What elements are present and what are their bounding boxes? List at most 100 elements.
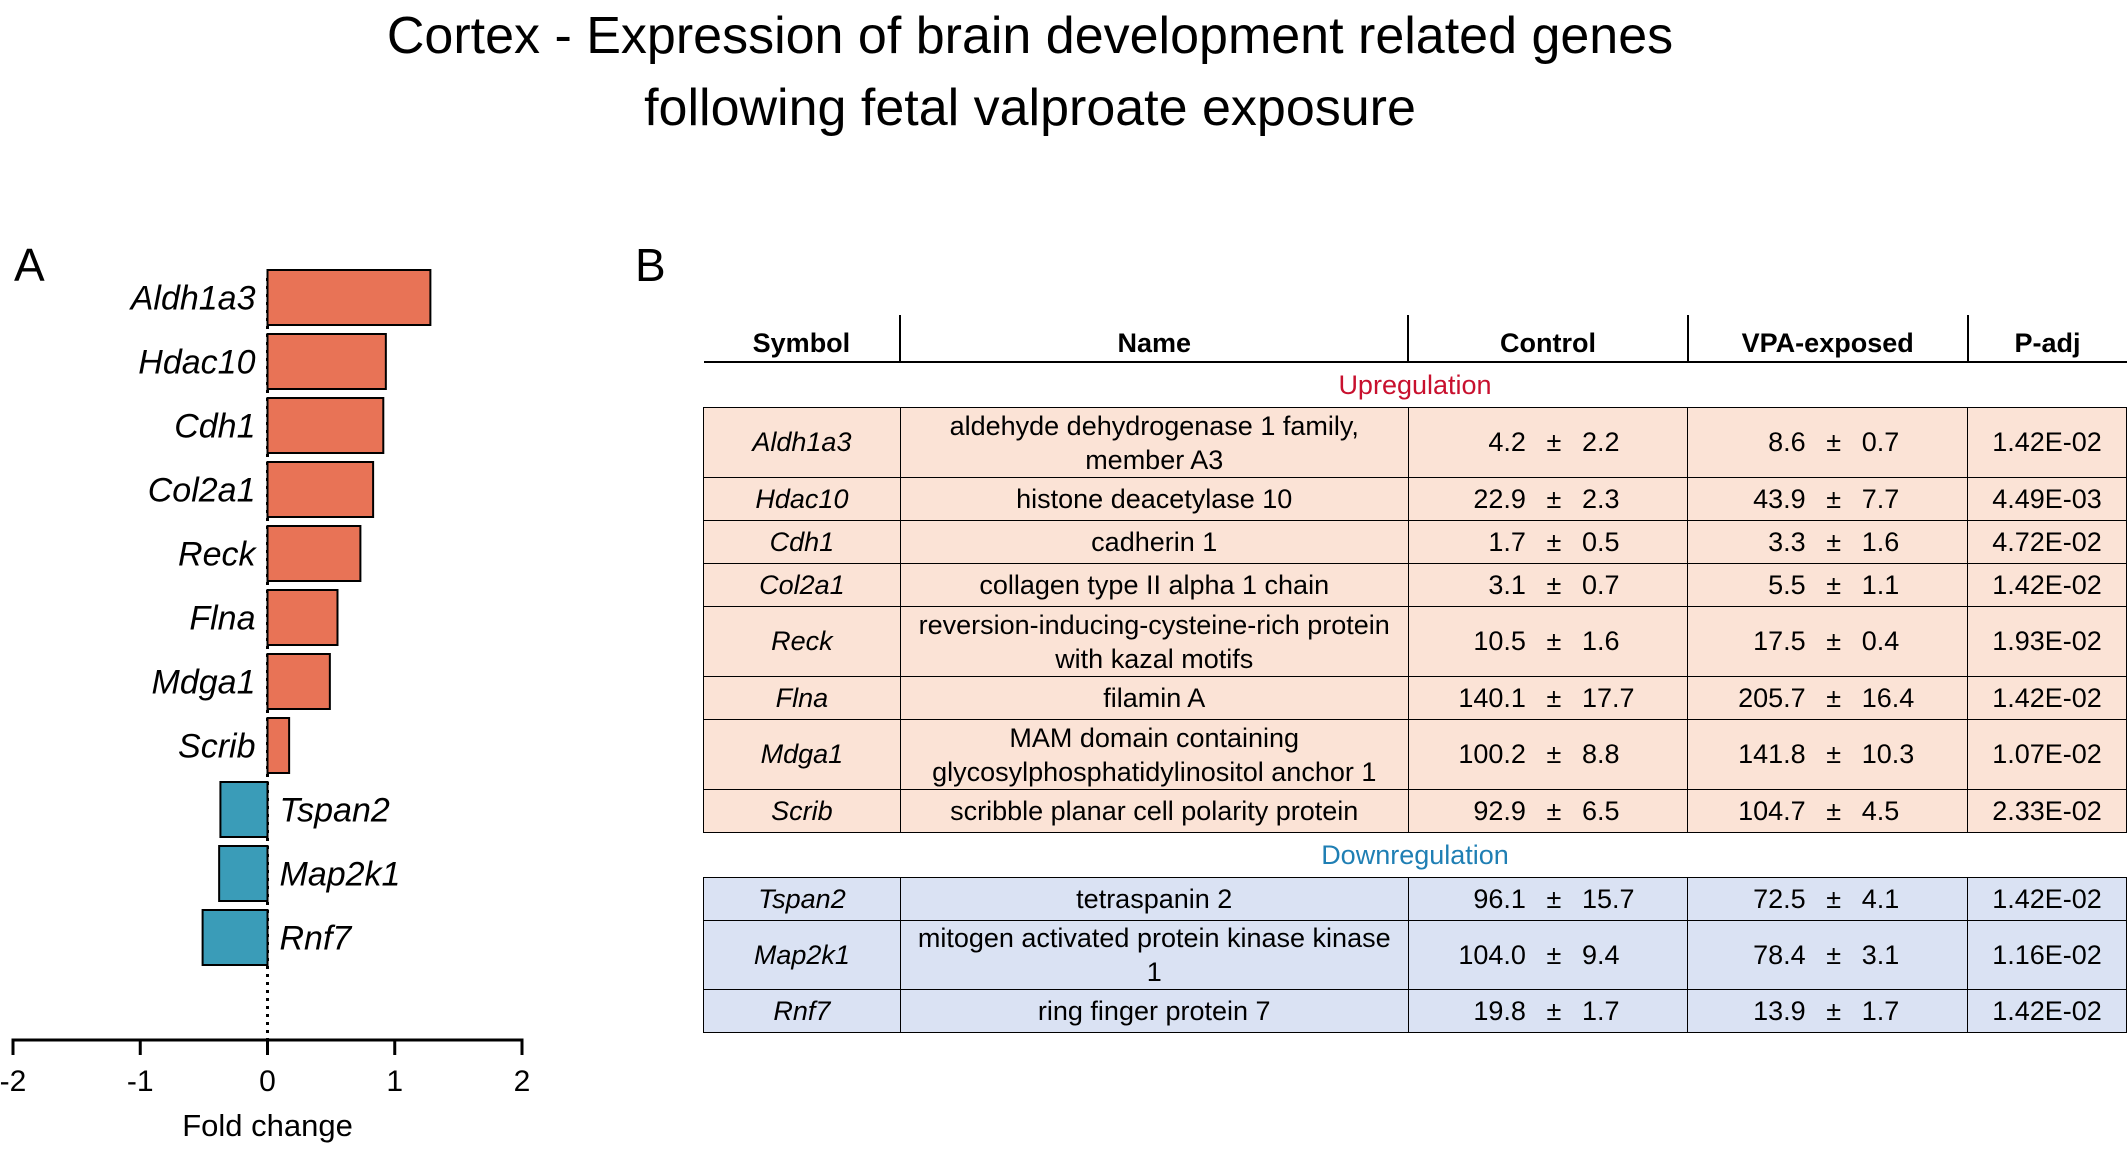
cell-control-sd: 2.2 xyxy=(1581,427,1620,457)
header-control: Control xyxy=(1407,315,1688,363)
cell-control-mean: 140.1 xyxy=(1458,682,1526,713)
bar-label-cdh1: Cdh1 xyxy=(174,408,255,446)
cell-control-mean: 104.0 xyxy=(1458,939,1526,970)
cell-vpa-mean: 17.5 xyxy=(1753,626,1806,656)
downregulation-label: Downregulation xyxy=(1321,839,1509,870)
cell-padj: 1.42E-02 xyxy=(1967,676,2127,720)
bar-scrib xyxy=(266,717,291,774)
cell-vpa-mean: 78.4 xyxy=(1753,939,1806,970)
cell-vpa: 78.4±3.1 xyxy=(1687,920,1969,990)
cell-vpa-sd: 4.1 xyxy=(1861,883,1900,914)
upregulation-label: Upregulation xyxy=(1338,369,1492,400)
cell-vpa-pm: ± xyxy=(1826,427,1842,457)
cell-padj: 1.42E-02 xyxy=(1967,989,2127,1033)
cell-vpa: 3.3±1.6 xyxy=(1687,520,1969,564)
cell-control-mean: 3.1 xyxy=(1488,569,1526,600)
cell-vpa-pm: ± xyxy=(1826,795,1842,826)
bar-col2a1 xyxy=(266,461,375,518)
bar-mdga1 xyxy=(266,653,331,710)
table-row: Hdac10 histone deacetylase 10 22.9±2.3 43.9… xyxy=(703,477,2127,521)
table-header-row: Symbol Name Control VPA-exposed P-adj xyxy=(703,315,2127,363)
cell-control-mean: 92.9 xyxy=(1473,795,1526,826)
bar-label-tspan2: Tspan2 xyxy=(280,792,390,830)
cell-name-line: scribble planar cell polarity protein xyxy=(950,796,1359,826)
cell-vpa-sd: 1.7 xyxy=(1861,995,1900,1026)
bar-tspan2 xyxy=(219,781,269,838)
cell-name-line: filamin A xyxy=(1103,683,1206,713)
cell-name-line: histone deacetylase 10 xyxy=(1016,484,1293,514)
cell-control-pm: ± xyxy=(1546,795,1562,826)
cell-control-sd: 0.5 xyxy=(1581,526,1620,557)
cell-control: 1.7±0.5 xyxy=(1407,520,1689,564)
bar-label-aldh1a3: Aldh1a3 xyxy=(129,280,256,318)
cell-name-line: cadherin 1 xyxy=(1091,527,1218,557)
cell-control-sd: 2.3 xyxy=(1581,483,1620,514)
cell-name: filamin A xyxy=(899,676,1409,720)
cell-control: 100.2±8.8 xyxy=(1407,719,1689,790)
cell-control-pm: ± xyxy=(1546,526,1562,557)
cell-control: 104.0±9.4 xyxy=(1407,920,1689,990)
cell-vpa-mean: 5.5 xyxy=(1768,569,1806,600)
cell-vpa: 205.7±16.4 xyxy=(1687,676,1969,720)
cell-control-pm: ± xyxy=(1546,739,1562,769)
cell-vpa-pm: ± xyxy=(1826,939,1842,970)
bar-label-mdga1: Mdga1 xyxy=(152,664,256,702)
cell-vpa: 104.7 ±4.5 xyxy=(1687,789,1969,833)
cell-name: scribble planar cell polarity protein xyxy=(899,789,1409,833)
cell-padj: 1.42E-02 xyxy=(1967,877,2127,921)
panel-label-b: B xyxy=(635,239,666,291)
cell-vpa-mean: 13.9 xyxy=(1753,995,1806,1026)
cell-control-mean: 19.8 xyxy=(1473,995,1526,1026)
cell-padj: 4.72E-02 xyxy=(1967,520,2127,564)
bar-map2k1 xyxy=(218,845,269,902)
cell-control-sd: 1.7 xyxy=(1581,995,1620,1026)
cell-control-sd: 8.8 xyxy=(1581,739,1620,769)
header-name: Name xyxy=(899,315,1409,363)
header-symbol: Symbol xyxy=(703,315,901,363)
cell-name-line: ring finger protein 7 xyxy=(1037,996,1271,1026)
cell-vpa: 8.6±0.7 xyxy=(1687,407,1969,478)
cell-name-line: collagen type II alpha 1 chain xyxy=(979,570,1330,600)
cell-symbol: Hdac10 xyxy=(703,477,901,521)
cell-control-pm: ± xyxy=(1546,626,1562,656)
figure-title: Cortex - Expression of brain development… xyxy=(0,0,2060,144)
cell-name-line: MAM domain containing xyxy=(1009,722,1300,753)
cell-control-sd: 1.6 xyxy=(1581,626,1620,656)
bar-cdh1 xyxy=(266,397,385,454)
cell-vpa-mean: 141.8 xyxy=(1738,739,1806,769)
cell-vpa-mean: 72.5 xyxy=(1753,883,1806,914)
cell-vpa-sd: 0.4 xyxy=(1861,626,1900,656)
cell-vpa: 5.5±1.1 xyxy=(1687,563,1969,607)
cell-vpa: 17.5±0.4 xyxy=(1687,606,1969,677)
cell-vpa-sd: 4.5 xyxy=(1861,795,1900,826)
cell-symbol: Rnf7 xyxy=(703,989,901,1033)
cell-vpa-mean: 205.7 xyxy=(1738,682,1806,713)
bar-rnf7 xyxy=(201,909,269,966)
x-tick-label: 1 xyxy=(386,1065,403,1098)
cell-symbol: Col2a1 xyxy=(703,563,901,607)
bar-label-hdac10: Hdac10 xyxy=(138,344,255,382)
title-line-1: Cortex - Expression of brain development… xyxy=(386,7,1674,65)
cell-control-pm: ± xyxy=(1546,883,1562,914)
cell-name: ring finger protein 7 xyxy=(899,989,1409,1033)
cell-vpa-mean: 104.7 xyxy=(1738,795,1806,826)
cell-control-pm: ± xyxy=(1546,483,1562,514)
cell-vpa-pm: ± xyxy=(1826,739,1842,769)
cell-vpa-sd: 1.6 xyxy=(1861,526,1900,557)
x-axis-label: Fold change xyxy=(182,1108,353,1143)
cell-control: 22.9±2.3 xyxy=(1407,477,1689,521)
cell-name-line: tetraspanin 2 xyxy=(1076,884,1233,914)
cell-control-pm: ± xyxy=(1546,569,1562,600)
table-row: Col2a1 collagen type II alpha 1 chain 3.1 ±… xyxy=(703,563,2127,607)
cell-control: 4.2±2.2 xyxy=(1407,407,1689,478)
cell-padj: 1.93E-02 xyxy=(1967,606,2127,677)
cell-control-pm: ± xyxy=(1546,427,1562,457)
cell-symbol: Map2k1 xyxy=(703,920,901,990)
cell-symbol: Reck xyxy=(703,606,901,677)
cell-name: histone deacetylase 10 xyxy=(899,477,1409,521)
cell-padj: 1.16E-02 xyxy=(1967,920,2127,990)
cell-vpa-mean: 43.9 xyxy=(1753,483,1806,514)
